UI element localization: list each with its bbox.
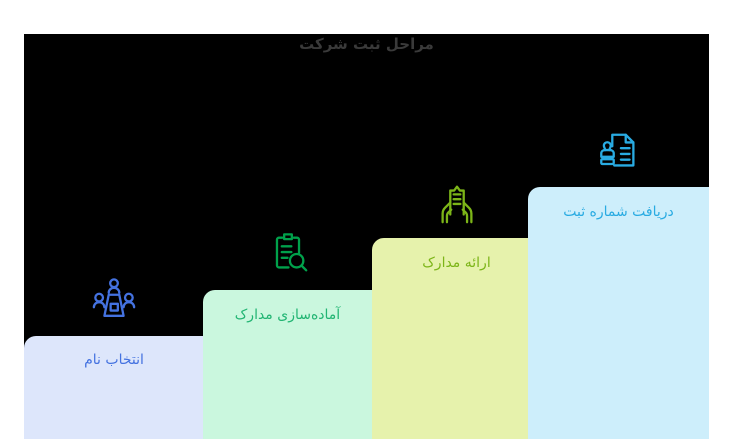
step-4-bar[interactable]	[528, 187, 709, 439]
step-1-icon-wrap	[24, 275, 204, 323]
step-2-bar[interactable]	[203, 290, 372, 439]
meeting-table-icon	[91, 277, 137, 323]
step-4-label: دریافت شماره ثبت	[563, 204, 674, 220]
step-1-bar[interactable]	[24, 336, 204, 439]
step-3-bar[interactable]	[372, 238, 541, 439]
chart-plot-area: انتخاب نام آم	[24, 34, 709, 439]
stamp-document-icon	[596, 129, 642, 175]
funnel-step-1[interactable]: انتخاب نام	[24, 34, 204, 439]
funnel-step-4[interactable]: دریافت شماره ثبت	[528, 34, 709, 439]
step-3-icon-wrap	[372, 178, 541, 226]
step-1-label: انتخاب نام	[84, 352, 144, 368]
clipboard-search-icon	[265, 231, 311, 277]
step-4-icon-wrap	[528, 127, 709, 175]
step-3-label: ارائه مدارک	[422, 255, 491, 271]
step-2-label: آماده‌سازی مدارک	[234, 307, 341, 323]
funnel-step-2[interactable]: آماده‌سازی مدارک	[203, 34, 372, 439]
funnel-step-3[interactable]: ارائه مدارک	[372, 34, 541, 439]
hands-holding-document-icon	[434, 180, 480, 226]
step-2-icon-wrap	[203, 229, 372, 277]
